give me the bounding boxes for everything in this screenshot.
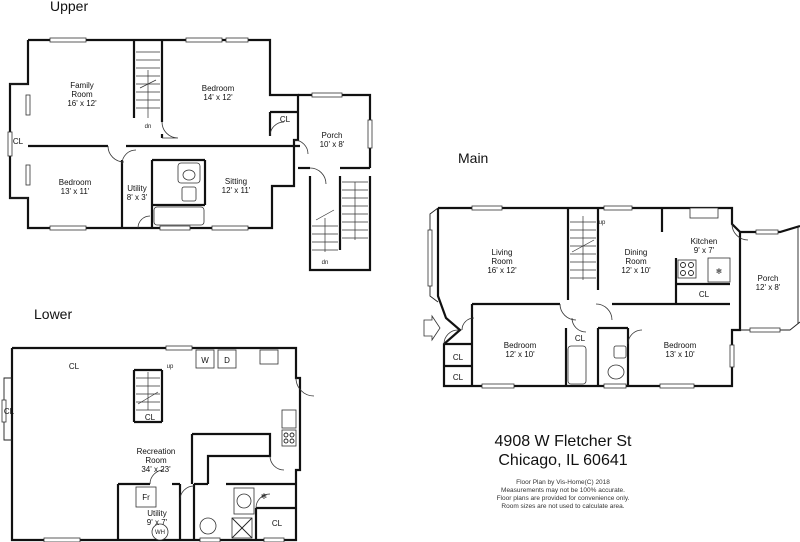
lower-water-heater-icon [151, 523, 169, 541]
upper-closet-label: CL [13, 137, 24, 146]
main-entry-arrow-icon [423, 314, 441, 342]
main-closet-label: CL [575, 334, 586, 343]
lower-laundry-sink-icon [259, 349, 279, 365]
lower-washer-icon [195, 349, 215, 369]
upper-bedroom1-name: Bedroom [202, 84, 235, 93]
main-stair-up-mark: up [599, 220, 606, 226]
upper-utility-name: Utility [127, 184, 147, 193]
lower-stove-icon [281, 429, 297, 447]
lower-dryer-label: D [224, 356, 230, 365]
main-toilet-icon [607, 364, 625, 380]
upper-stair-down-mark: dn [145, 124, 152, 130]
credit-line3: Floor plans are provided for convenience… [496, 495, 630, 502]
main-sink-icon [613, 345, 627, 359]
main-dining-room-name-line2: Room [625, 257, 647, 266]
main-dining-room-name-line1: Dining [625, 248, 648, 257]
main-stove-icon [677, 259, 697, 279]
credit-block: Floor Plan by Vis-Home(C) 2018 Measureme… [452, 479, 674, 511]
address-line1: 4908 W Fletcher St [494, 433, 632, 450]
upper-stair-down-mark: dn [322, 260, 329, 266]
upper-sitting-name: Sitting [225, 177, 247, 186]
lower-floor: Lower [1, 306, 315, 542]
main-kitchen-name: Kitchen [691, 237, 718, 246]
upper-bedroom2-dims: 13' x 11' [61, 187, 90, 196]
lower-stair-up-mark: up [167, 364, 174, 370]
upper-porch-name: Porch [322, 131, 343, 140]
upper-floor: Upper [7, 0, 373, 272]
upper-exterior-stair-wall [308, 176, 372, 272]
upper-family-room-name-line1: Family [70, 81, 94, 90]
main-closet-label: CL [453, 353, 464, 362]
main-porch-dims: 12' x 8' [756, 283, 781, 292]
upper-bathtub-icon [153, 206, 205, 226]
lower-closet-label: CL [145, 413, 156, 422]
upper-family-room-name-line2: Room [71, 90, 93, 99]
lower-freezer-label: Fr [142, 493, 150, 502]
upper-stairs [136, 51, 160, 118]
main-floor-title: Main [458, 150, 488, 166]
lower-stairs [136, 372, 160, 411]
main-living-room-name-line2: Room [491, 257, 513, 266]
address-block: 4908 W Fletcher St Chicago, IL 60641 [452, 432, 674, 470]
lower-recreation-name-line2: Room [145, 456, 167, 465]
upper-sitting-dims: 12' x 11' [222, 186, 251, 195]
lower-toilet-icon [199, 517, 217, 535]
main-floor: Main [423, 150, 800, 389]
lower-counter-icon [281, 409, 297, 429]
main-kitchen-dims: 9' x 7' [694, 246, 715, 255]
upper-bedroom2-name: Bedroom [59, 178, 92, 187]
main-bedroom1-name: Bedroom [504, 341, 537, 350]
main-closet-label: CL [453, 373, 464, 382]
main-bedroom2-name: Bedroom [664, 341, 697, 350]
main-fridge-icon [707, 257, 731, 283]
lower-recreation-name-line1: Recreation [137, 447, 176, 456]
main-porch-name: Porch [758, 274, 779, 283]
lower-utility-dims: 9' x 7' [147, 518, 168, 527]
upper-exterior-stairs [312, 181, 368, 252]
upper-floor-title: Upper [50, 0, 88, 14]
lower-closet-label: CL [4, 407, 15, 416]
main-stairs [570, 216, 596, 280]
address-line2: Chicago, IL 60641 [498, 452, 628, 469]
main-living-room-dims: 16' x 12' [487, 266, 517, 275]
upper-bedroom1-dims: 14' x 12' [203, 93, 233, 102]
main-kitchen-sink-icon [689, 207, 719, 219]
lower-utility-name: Utility [147, 509, 167, 518]
main-living-room-name-line1: Living [492, 248, 513, 257]
upper-family-room-dims: 16' x 12' [67, 99, 97, 108]
main-bedroom2-dims: 13' x 10' [665, 350, 695, 359]
credit-line1: Floor Plan by Vis-Home(C) 2018 [516, 479, 610, 486]
upper-closet-label: CL [280, 115, 291, 124]
upper-sink-icon [181, 186, 197, 202]
upper-exterior-wall [8, 38, 300, 230]
main-bathtub-icon [567, 345, 587, 385]
upper-porch-dims: 10' x 8' [320, 140, 345, 149]
lower-snowflake-icon: ❄ [261, 492, 268, 501]
lower-dryer-icon [217, 349, 237, 369]
lower-closet-label: CL [69, 362, 80, 371]
lower-exterior-wall [10, 346, 302, 542]
credit-line2: Measurements may not be 100% accurate. [501, 487, 625, 494]
main-bedroom1-dims: 12' x 10' [505, 350, 535, 359]
main-fridge-snowflake-icon: ❄ [716, 267, 723, 276]
lower-washer-label: W [201, 356, 209, 365]
lower-recreation-dims: 34' x 23' [141, 465, 171, 474]
lower-freezer-icon [135, 486, 157, 508]
lower-water-heater-label: WH [155, 530, 165, 536]
main-porch-wall [740, 224, 800, 234]
main-exterior-wall [436, 206, 742, 388]
upper-utility-dims: 8' x 3' [127, 193, 148, 202]
lower-closet-label: CL [272, 519, 283, 528]
main-closet-label: CL [699, 290, 710, 299]
lower-floor-title: Lower [34, 306, 72, 322]
main-dining-room-dims: 12' x 10' [621, 266, 651, 275]
credit-line4: Room sizes are not used to calculate are… [501, 503, 625, 510]
